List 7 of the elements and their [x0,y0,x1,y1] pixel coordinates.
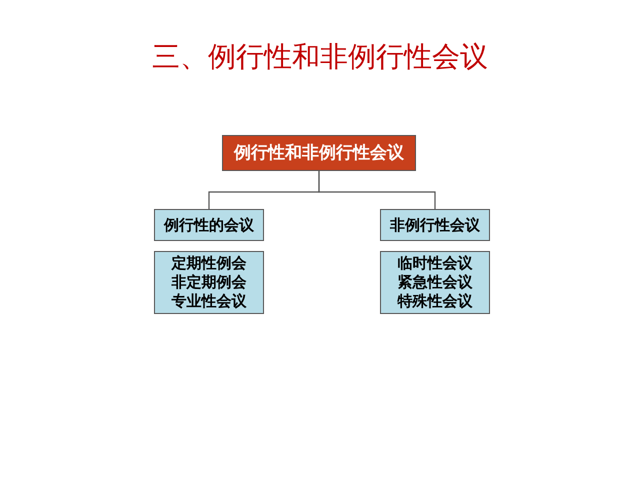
list-box: 定期性例会 非定期例会 专业性会议 [154,251,264,314]
title: 三、例行性和非例行性会议 [151,39,489,75]
category-box: 例行性的会议 [154,209,264,241]
top-box: 例行性和非例行性会议 [222,135,416,171]
connector-line [318,171,436,209]
list-box: 临时性会议 紧急性会议 特殊性会议 [380,251,490,314]
category-box: 非例行性会议 [380,209,490,241]
